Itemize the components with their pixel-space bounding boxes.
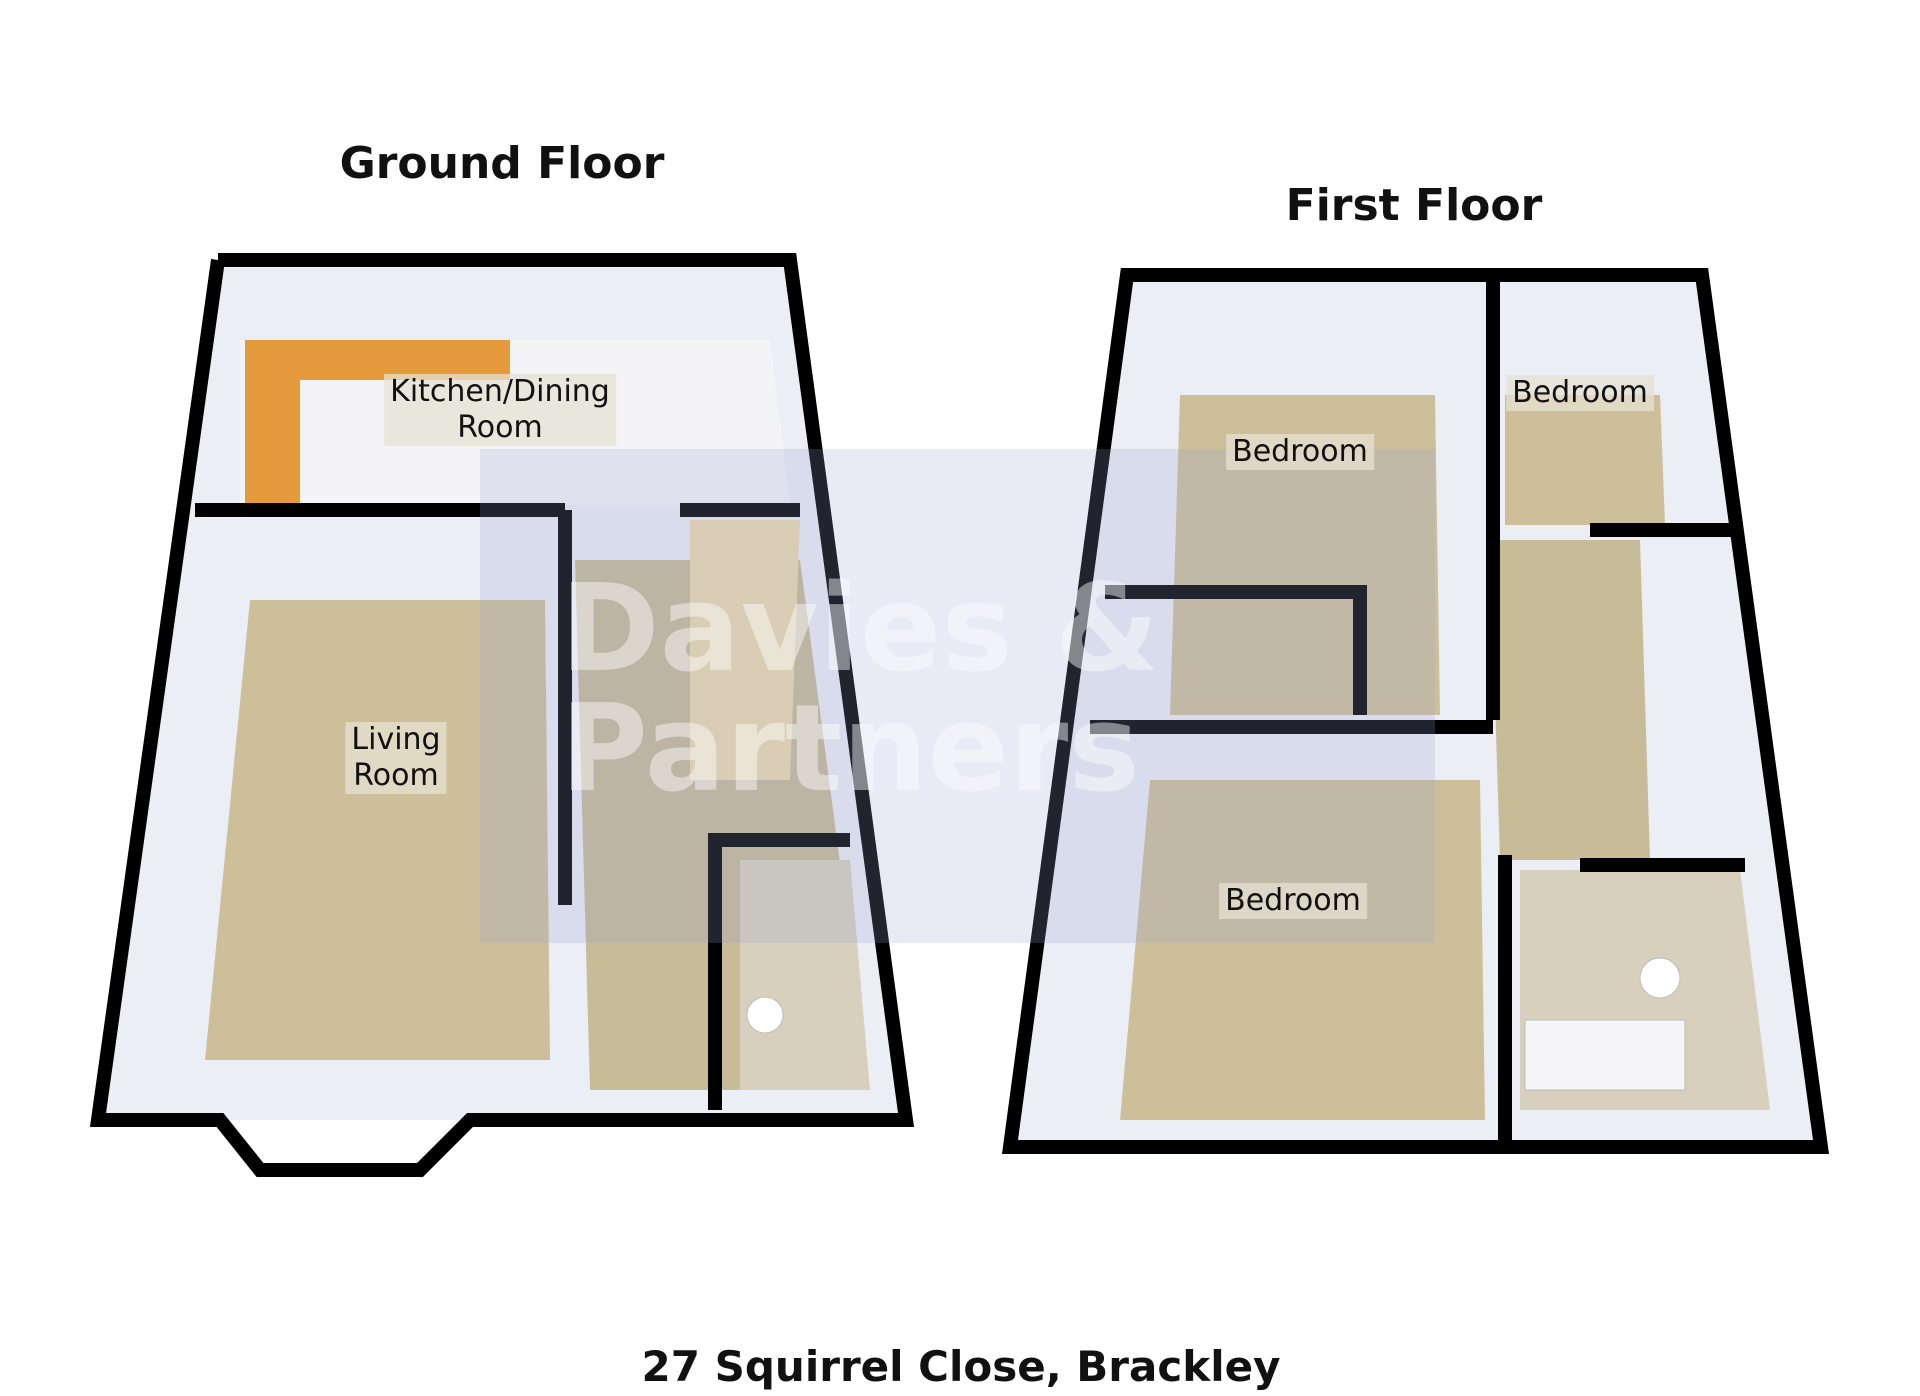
landing-floor xyxy=(1490,540,1650,860)
kitchen-counter xyxy=(245,340,510,505)
ground-floor-plan xyxy=(89,253,915,1177)
room-label-bedroom-1: Bedroom xyxy=(1226,434,1374,470)
ensuite-wall xyxy=(1105,585,1367,715)
ground-outer-wall xyxy=(218,253,915,1127)
ground-floor-title: Ground Floor xyxy=(339,138,665,189)
room-label-bedroom-3: Bedroom xyxy=(1219,883,1367,919)
wc-floor xyxy=(740,860,870,1090)
property-address: 27 Squirrel Close, Brackley xyxy=(641,1342,1281,1391)
bedroom-2-floor xyxy=(1505,395,1665,525)
toilet-icon xyxy=(746,996,784,1034)
room-label-line: Room xyxy=(457,410,543,445)
room-label-line: Room xyxy=(353,758,439,793)
room-label-line: Kitchen/Dining xyxy=(390,374,610,409)
first-floor-plan xyxy=(1001,268,1830,1154)
wc-wall xyxy=(708,833,850,1110)
room-label-bedroom-2: Bedroom xyxy=(1506,375,1654,411)
room-label-living-room: Living Room xyxy=(345,722,447,794)
first-outer-wall xyxy=(1001,268,1830,1154)
room-label-line: Living xyxy=(351,722,441,757)
stairs xyxy=(690,520,800,780)
ground-outer-wall-left xyxy=(89,259,600,1177)
toilet-icon-upstairs xyxy=(1639,957,1681,999)
bath-icon xyxy=(1524,1019,1686,1091)
watermark-text: Davies & Partners xyxy=(560,570,1159,810)
room-label-kitchen-dining: Kitchen/Dining Room xyxy=(384,374,616,446)
watermark-line1: Davies & xyxy=(560,560,1160,699)
watermark-box xyxy=(480,449,1435,943)
first-floor-title: First Floor xyxy=(1285,180,1543,231)
watermark-line2: Partners xyxy=(560,680,1140,819)
living-room-floor xyxy=(205,600,550,1060)
bedroom-1-floor xyxy=(1170,395,1440,715)
bedroom-3-floor xyxy=(1120,780,1485,1120)
